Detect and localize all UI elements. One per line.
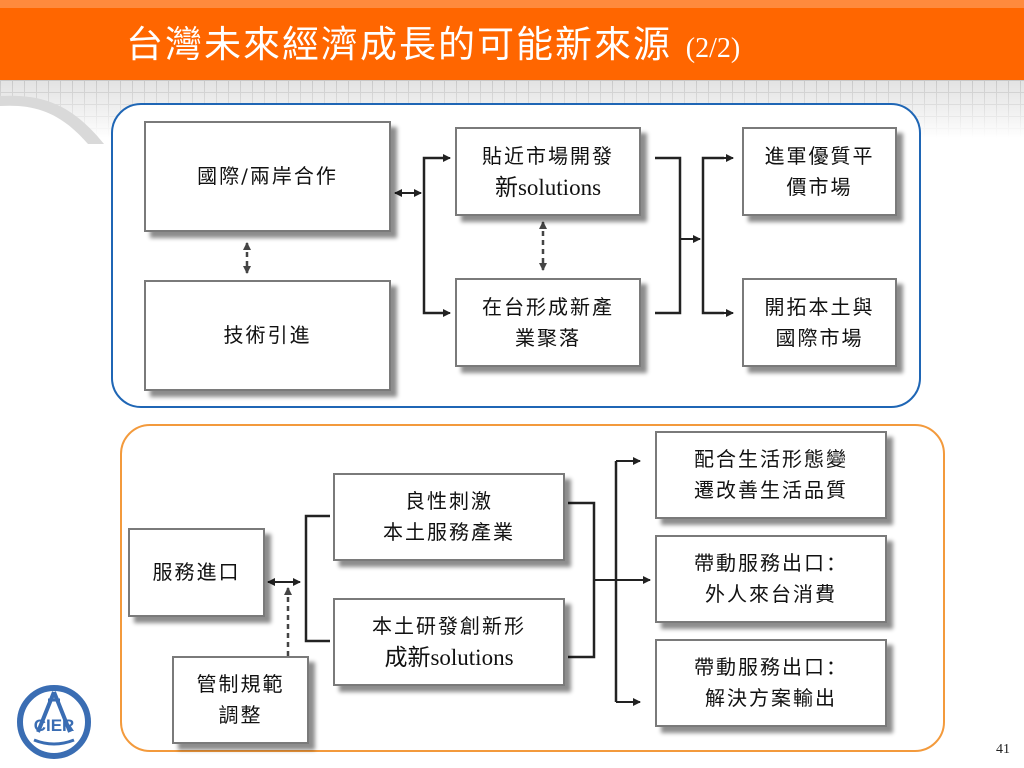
rnd-line1: 本土研發創新形 xyxy=(372,614,526,638)
box-lifestyle-quality: 配合生活形態變 遷改善生活品質 xyxy=(655,431,887,519)
box-service-export-solutions: 帶動服務出口： 解決方案輸出 xyxy=(655,639,887,727)
cier-logo: CIER xyxy=(17,685,91,759)
box-local-international-market: 開拓本土與 國際市場 xyxy=(742,278,897,367)
box-stimulate-local-services: 良性刺激 本土服務產業 xyxy=(333,473,565,561)
bracket-top-mid xyxy=(655,156,682,315)
page-number: 41 xyxy=(996,742,1010,757)
rnd-line2: 成新solutions xyxy=(384,645,514,670)
box-technology-import: 技術引進 xyxy=(144,280,391,391)
title-bar-highlight xyxy=(0,0,1024,8)
box-service-import: 服務進口 xyxy=(128,528,265,617)
box-regulation-adjustment: 管制規範 調整 xyxy=(172,656,309,744)
decorative-swoosh xyxy=(0,95,104,144)
box-local-rnd-solutions: 本土研發創新形 成新solutions xyxy=(333,598,565,686)
slide-title-sub: (2/2) xyxy=(685,33,741,64)
box-new-industry-cluster: 在台形成新產 業聚落 xyxy=(455,278,641,367)
title-bar: 台灣未來經濟成長的可能新來源 (2/2) xyxy=(0,0,1024,80)
bracket-bottom-mid xyxy=(568,501,596,659)
bracket-top-left xyxy=(422,156,446,315)
box-quality-price-market: 進軍優質平 價市場 xyxy=(742,127,897,216)
near-market-line2: 新solutions xyxy=(494,174,602,200)
bracket-top-right xyxy=(701,156,724,315)
slide-title: 台灣未來經濟成長的可能新來源 (2/2) xyxy=(126,14,740,68)
box-service-export-consumption: 帶動服務出口： 外人來台消費 xyxy=(655,535,887,623)
bracket-bottom-left xyxy=(304,514,330,643)
box-international-cooperation: 國際/兩岸合作 xyxy=(144,121,391,232)
box-near-market-solutions: 貼近市場開發 新solutions xyxy=(455,127,641,216)
near-market-line1: 貼近市場開發 xyxy=(482,143,614,168)
logo-text: CIER xyxy=(34,716,75,735)
slide-title-main: 台灣未來經濟成長的可能新來源 xyxy=(126,23,672,66)
